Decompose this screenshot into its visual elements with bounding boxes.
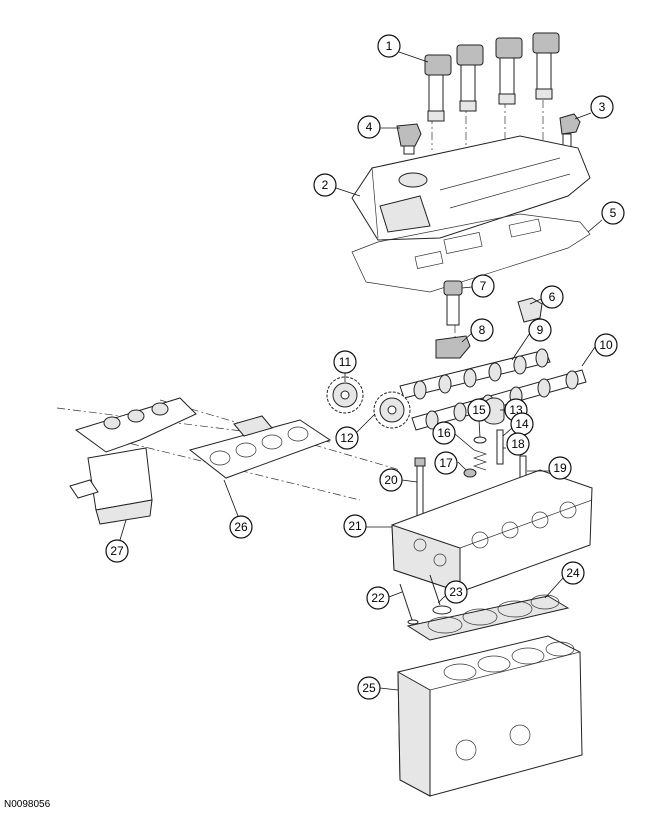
engine-block (397, 635, 583, 797)
callout-17: 17 (434, 451, 458, 475)
ignition-coils (424, 32, 560, 122)
figure-id: N0098056 (4, 799, 51, 810)
svg-text:5: 5 (610, 206, 617, 220)
svg-text:12: 12 (340, 431, 354, 445)
valves (399, 574, 452, 625)
callout-26: 26 (229, 515, 253, 539)
callout-6: 6 (540, 285, 564, 309)
exhaust-manifold-gasket (188, 415, 332, 479)
svg-text:18: 18 (511, 437, 525, 451)
valve-cover-gasket (351, 213, 591, 293)
callout-3: 3 (590, 95, 614, 119)
callout-10: 10 (594, 333, 618, 357)
svg-text:24: 24 (566, 566, 580, 580)
svg-text:25: 25 (362, 681, 376, 695)
callout-15: 15 (467, 398, 491, 422)
callout-25: 25 (357, 676, 381, 700)
callout-18: 18 (506, 432, 530, 456)
svg-text:23: 23 (449, 585, 463, 599)
callout-2: 2 (313, 173, 337, 197)
svg-text:8: 8 (479, 323, 486, 337)
svg-text:9: 9 (537, 323, 544, 337)
callout-23: 23 (444, 580, 468, 604)
cylinder-head (391, 469, 593, 593)
callout-22: 22 (366, 586, 390, 610)
head-gasket (406, 594, 570, 641)
svg-text:27: 27 (110, 544, 124, 558)
callout-11: 11 (333, 350, 357, 374)
callout-20: 20 (379, 468, 403, 492)
callouts: 1 2 3 4 5 6 7 8 9 10 11 12 13 14 15 16 1… (105, 34, 625, 700)
svg-text:2: 2 (322, 178, 329, 192)
svg-text:1: 1 (386, 39, 393, 53)
svg-text:10: 10 (599, 338, 613, 352)
callout-8: 8 (470, 318, 494, 342)
camshaft-cap (435, 335, 471, 359)
callout-14: 14 (510, 412, 534, 436)
svg-text:26: 26 (234, 520, 248, 534)
svg-text:3: 3 (599, 100, 606, 114)
svg-text:6: 6 (549, 290, 556, 304)
callout-1: 1 (377, 34, 401, 58)
callout-7: 7 (471, 274, 495, 298)
callout-9: 9 (528, 318, 552, 342)
bracket (517, 297, 543, 323)
callout-12: 12 (335, 426, 359, 450)
callout-5: 5 (601, 201, 625, 225)
leader-lines (119, 51, 603, 691)
svg-text:21: 21 (348, 519, 362, 533)
svg-text:22: 22 (371, 591, 385, 605)
vct-solenoid (443, 280, 463, 326)
callout-19: 19 (548, 456, 572, 480)
callout-21: 21 (343, 514, 367, 538)
svg-text:7: 7 (480, 279, 487, 293)
svg-text:14: 14 (515, 417, 529, 431)
svg-text:17: 17 (439, 456, 453, 470)
callout-4: 4 (357, 115, 381, 139)
svg-text:16: 16 (437, 426, 451, 440)
svg-text:20: 20 (384, 473, 398, 487)
svg-text:4: 4 (366, 120, 373, 134)
svg-text:11: 11 (339, 355, 352, 369)
callout-16: 16 (432, 421, 456, 445)
svg-text:19: 19 (553, 461, 567, 475)
callout-27: 27 (105, 539, 129, 563)
exhaust-manifold (69, 397, 197, 525)
callout-24: 24 (561, 561, 585, 585)
valve-cover (351, 135, 591, 241)
cam-sprockets (326, 376, 411, 429)
svg-text:15: 15 (472, 403, 486, 417)
